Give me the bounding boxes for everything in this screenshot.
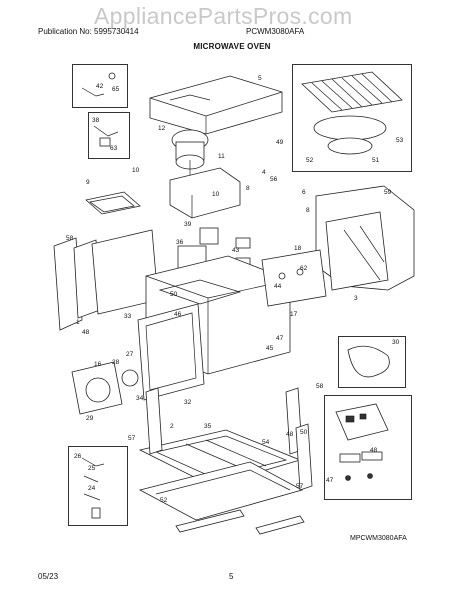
callout-3: 3: [354, 295, 358, 302]
callout-39: 45: [266, 345, 274, 352]
callout-5: 5: [258, 75, 262, 82]
drip-tray: [85, 191, 141, 215]
callout-25: 28: [112, 359, 120, 366]
callout-17: 10: [132, 167, 140, 174]
top-cover: [149, 75, 283, 135]
footer-date: 05/23: [38, 572, 59, 581]
callout-6: 6: [302, 189, 306, 196]
callout-38: 44: [274, 283, 282, 290]
callout-24: 27: [126, 351, 134, 358]
callout-46: 46: [174, 311, 182, 318]
fan-motor: [171, 129, 209, 182]
callout-33: 38: [92, 117, 100, 124]
grille-part: [347, 345, 390, 378]
oven-rack: [301, 71, 403, 155]
publication-number: Publication No: 5995730414: [38, 27, 139, 36]
callout-56: 51: [372, 157, 380, 164]
callout-30: 34: [136, 395, 144, 402]
callout-59: 56: [270, 176, 278, 183]
callout-28: 32: [184, 399, 192, 406]
base-plate: [138, 461, 304, 521]
callout-4: 4: [262, 169, 266, 176]
trim-strips: [175, 509, 305, 535]
wire-clip-part: [81, 72, 116, 97]
callout-48b: 48: [286, 431, 294, 438]
door-hinge-parts: [81, 457, 105, 519]
control-board: [335, 403, 389, 481]
inset-box-wire-clip: [72, 64, 128, 108]
left-side-panel: [53, 229, 159, 331]
callout-43: 48: [370, 447, 378, 454]
callout-54: 59: [384, 189, 392, 196]
callout-48: 48: [82, 329, 90, 336]
callout-51: 57: [128, 435, 136, 442]
callout-29: 33: [124, 313, 132, 320]
callout-50: 50: [300, 429, 308, 436]
watermark: AppliancePartsPros.com: [94, 3, 353, 29]
diagram-code: MPCWM3080AFA: [350, 535, 407, 542]
callout-45: 50: [170, 291, 178, 298]
callout-32: 36: [176, 239, 184, 246]
convection-fan: [71, 361, 139, 415]
callout-19: 18: [294, 245, 302, 252]
page-title: MICROWAVE OVEN: [193, 42, 271, 51]
hinge-part: [93, 125, 119, 147]
callout-53b: 58: [316, 383, 324, 390]
callout-63: 63: [110, 145, 118, 152]
callout-36: 43: [232, 247, 240, 254]
callout-42: 47: [326, 477, 334, 484]
callout-27: 30: [392, 339, 400, 346]
callout-65: 65: [112, 86, 120, 93]
callout-18: 16: [94, 361, 102, 368]
callout-8: 8: [306, 207, 310, 214]
callout-12: 12: [158, 125, 166, 132]
callout-49: 54: [262, 439, 270, 446]
callout-26: 29: [86, 415, 94, 422]
callout-52: 52: [160, 497, 168, 504]
callout-31: 35: [204, 423, 212, 430]
callout-53: 58: [66, 235, 74, 242]
control-panel: [261, 249, 327, 307]
callout-11: 11: [218, 153, 225, 160]
callout-47: 47: [276, 335, 284, 342]
callout-34: 39: [184, 221, 192, 228]
callout-10: 10: [212, 191, 220, 198]
callout-labels: 42 65 38 63 5 12 49 4 11 53 52 51 56 10 …: [66, 75, 404, 504]
callout-21: 24: [88, 485, 96, 492]
outer-wrapper: [315, 185, 415, 291]
callout-51b: 57: [296, 483, 304, 490]
callout-1: 1: [76, 319, 80, 326]
callout-2: 2: [170, 423, 174, 430]
model-number: PCWM3080AFA: [246, 27, 305, 36]
side-rails: [145, 387, 313, 491]
air-guide: [169, 167, 241, 219]
callout-58: 53: [396, 137, 404, 144]
callout-35: 42: [96, 83, 104, 90]
callout-62: 62: [300, 265, 308, 272]
callout-57: 52: [306, 157, 314, 164]
callout-16: 9: [86, 179, 90, 186]
callout-15: 17: [290, 311, 298, 318]
callout-22: 25: [88, 465, 96, 472]
callout-23: 26: [74, 453, 82, 460]
door-gasket: [137, 303, 205, 401]
callout-44: 49: [276, 139, 284, 146]
page-number: 5: [229, 572, 234, 581]
callout-9: 8: [246, 185, 250, 192]
